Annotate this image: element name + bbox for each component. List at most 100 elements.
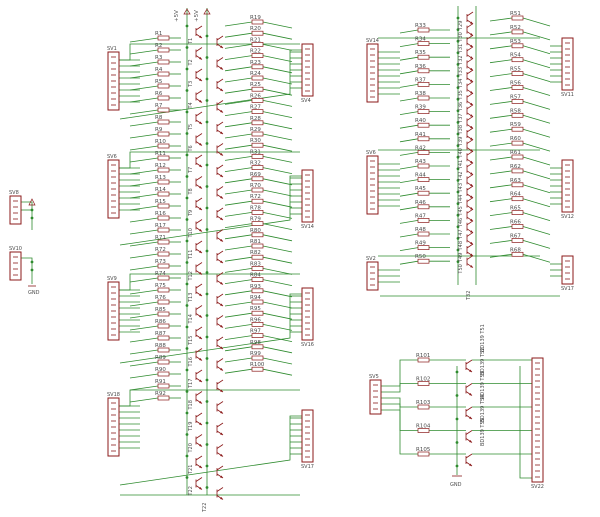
resistor-label: R99 [250, 351, 261, 357]
output-wire [262, 189, 293, 197]
resistor-label: R85 [155, 307, 166, 313]
resistor-symbol [157, 263, 170, 269]
resistor-label: R67 [510, 233, 521, 239]
emitter-arrow [220, 346, 223, 349]
output-wire [262, 301, 293, 309]
emitter-arrow [470, 102, 473, 106]
resistor-label: R82 [250, 250, 261, 256]
junction-dot [456, 86, 460, 89]
junction-dot [205, 443, 209, 446]
transistor-collector [466, 255, 474, 260]
resistor-symbol [157, 191, 170, 197]
junction-dot [185, 67, 189, 71]
transistor-label: T49 [458, 253, 464, 263]
emitter-arrow [220, 325, 223, 328]
transistor-collector [195, 412, 203, 418]
transistor-collector [195, 47, 203, 52]
junction-dot [185, 196, 189, 200]
resistor-label: R63 [510, 178, 521, 184]
output-wire [262, 268, 293, 275]
resistor-symbol [157, 107, 170, 113]
transistor-label: T13 [188, 293, 194, 303]
resistor-symbol [511, 168, 524, 174]
junction-dot [205, 357, 209, 360]
transistor-collector [466, 150, 474, 156]
pin-header [561, 255, 574, 285]
transistor-label: BD139 T54 [480, 395, 486, 423]
emitter-arrow [199, 229, 202, 232]
transistor-collector [195, 176, 203, 181]
input-wire [129, 325, 159, 331]
output-wire [262, 368, 293, 376]
resistor-label: R68 [510, 247, 521, 253]
resistor-label: R95 [250, 306, 261, 312]
transistor-label: T14 [188, 314, 194, 324]
resistor-symbol [251, 355, 264, 361]
resistor-symbol [157, 47, 170, 53]
transistor-label: T17 [188, 379, 194, 389]
transistor-label: T41 [458, 160, 464, 170]
resistor-symbol [511, 99, 524, 104]
emitter-arrow [199, 444, 202, 447]
resistor-symbol [251, 210, 264, 215]
input-wire [129, 133, 159, 139]
junction-dot [456, 109, 460, 113]
transistor-collector [216, 78, 224, 84]
transistor-collector [195, 111, 203, 117]
input-wire [129, 265, 159, 271]
header-label: SV14 [301, 224, 314, 230]
junction-dot [205, 77, 209, 81]
input-wire [129, 301, 159, 307]
pin-header [9, 195, 22, 225]
junction-dot [185, 239, 189, 243]
resistor-label: R49 [415, 241, 426, 247]
resistor-symbol [417, 41, 430, 46]
pin-header [301, 169, 314, 223]
transistor-label: T30 [458, 32, 464, 42]
output-wire [522, 212, 551, 221]
transistor-collector [466, 174, 474, 179]
resistor-symbol [417, 428, 430, 433]
resistor-label: R89 [155, 355, 166, 361]
emitter-arrow [220, 454, 223, 457]
input-wire [129, 241, 159, 247]
return-wire [119, 175, 302, 246]
junction-dot [456, 63, 460, 66]
resistor-symbol [511, 140, 524, 146]
resistor-symbol [157, 215, 170, 221]
emitter-arrow [199, 121, 202, 124]
resistor-symbol [417, 109, 430, 114]
junction-dot [456, 248, 460, 252]
resistor-label: R60 [510, 136, 521, 142]
resistor-label: R22 [250, 49, 261, 55]
transistor-collector [195, 219, 203, 224]
emitter-arrow [470, 160, 473, 164]
resistor-symbol [417, 136, 430, 142]
input-wire [129, 349, 159, 355]
transistor-collector [216, 315, 224, 320]
transistor-label: T32 [466, 291, 472, 301]
collector-wire [224, 66, 253, 72]
emitter-arrow [469, 416, 472, 419]
resistor-label: R43 [415, 159, 426, 165]
resistor-label: R50 [415, 254, 426, 260]
resistor-label: R93 [250, 284, 261, 290]
emitter-arrow [199, 35, 202, 38]
emitter-arrow [469, 463, 472, 466]
emitter-arrow [220, 497, 223, 500]
vcc-label: +5V [194, 10, 200, 22]
transistor-collector [195, 434, 203, 439]
resistor-label: R6 [155, 91, 163, 97]
resistor-symbol [157, 59, 170, 65]
resistor-label: R55 [510, 67, 521, 73]
transistor-collector [466, 23, 474, 28]
output-wire [262, 55, 293, 62]
emitter-arrow [220, 368, 223, 371]
resistor-symbol [157, 251, 170, 257]
resistor-label: R101 [416, 353, 430, 359]
output-wire [262, 200, 293, 208]
collector-wire [224, 200, 253, 206]
emitter-arrow [220, 411, 223, 414]
collector-wire [224, 144, 253, 150]
output-wire [522, 128, 551, 138]
